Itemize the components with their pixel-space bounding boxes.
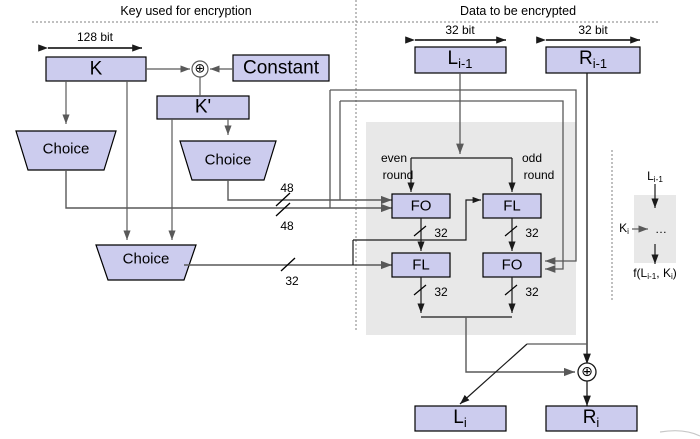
bus-slash-32-left [280,257,296,272]
wire-join-to-xor [465,317,575,377]
wire-choiceright-to-fo [227,180,392,205]
bus-label-48-upper: 48 [280,181,294,195]
cell-label-fo-bottom: FO [501,256,523,274]
k-box [45,56,147,82]
even-round-label-line1: even [380,151,408,165]
wire-cross-to-lout [466,345,587,350]
l-out-box [414,405,507,432]
cell-fl-top [482,193,542,219]
bus-label-48-lower: 48 [280,219,294,233]
cell-fl-bottom [391,252,451,278]
choice-left-shape [15,130,117,171]
width-label-fo-bottom-out: 32 [525,285,539,299]
dim-label-32bit-right: 32 bit [578,23,608,37]
constant-box [232,54,330,82]
corner-arc-artifact [659,430,700,437]
wire-rail-inner [340,100,564,273]
l-in-label: Li-1 [447,48,473,71]
kprime-box-label: K' [194,96,212,118]
wire-diagonal-to-lout [459,343,528,405]
dim-label-128bit: 128 bit [76,30,114,44]
legend-output-label: f(Li-1, Ki) [633,265,677,282]
k-box-label: K [89,58,103,80]
width-label-fl-bottom-out: 32 [434,285,448,299]
r-out-label: Ri [582,407,600,430]
wire-elbow-to-fltop [353,196,481,241]
slash-32-c [413,284,427,296]
legend-ellipsis: … [655,222,667,236]
title-key-side: Key used for encryption [120,3,252,18]
wire-choiceleft-to-fo [65,170,392,213]
bus-label-32-left: 32 [285,274,299,288]
slash-32-a [413,225,427,237]
cell-label-fl-bottom: FL [412,256,430,274]
xor-key-symbol: ⊕ [194,60,206,76]
odd-round-label-line1: odd [521,151,543,165]
slash-32-d [504,284,518,296]
l-out-label: Li [453,407,467,430]
title-data-side: Data to be encrypted [459,3,577,18]
choice-right-label: Choice [204,151,252,169]
width-label-fo-top-out: 32 [434,226,448,240]
kprime-box [156,95,250,120]
constant-box-label: Constant [242,57,320,79]
choice-bottom-shape [95,244,197,281]
choice-bottom-label: Choice [122,250,170,268]
bus-slash-48b [275,202,291,217]
odd-round-label-line2: round [523,168,555,182]
choice-left-label: Choice [42,140,90,158]
legend-input-label: Li-1 [647,168,663,185]
bus-slash-48a [275,192,291,207]
r-out-box [545,405,638,432]
width-label-fl-top-out: 32 [525,226,539,240]
xor-out-symbol: ⊕ [581,363,593,379]
cell-label-fo-top: FO [410,197,432,215]
legend-key-label: Ki [619,220,629,237]
choice-right-shape [179,140,277,181]
r-in-box [545,46,641,74]
cell-label-fl-top: FL [503,197,521,215]
even-round-label-line2: round [382,168,414,182]
dim-label-32bit-left: 32 bit [445,23,475,37]
slash-32-b [504,225,518,237]
wire-rail-outer [330,89,577,265]
r-in-label: Ri-1 [578,48,608,71]
